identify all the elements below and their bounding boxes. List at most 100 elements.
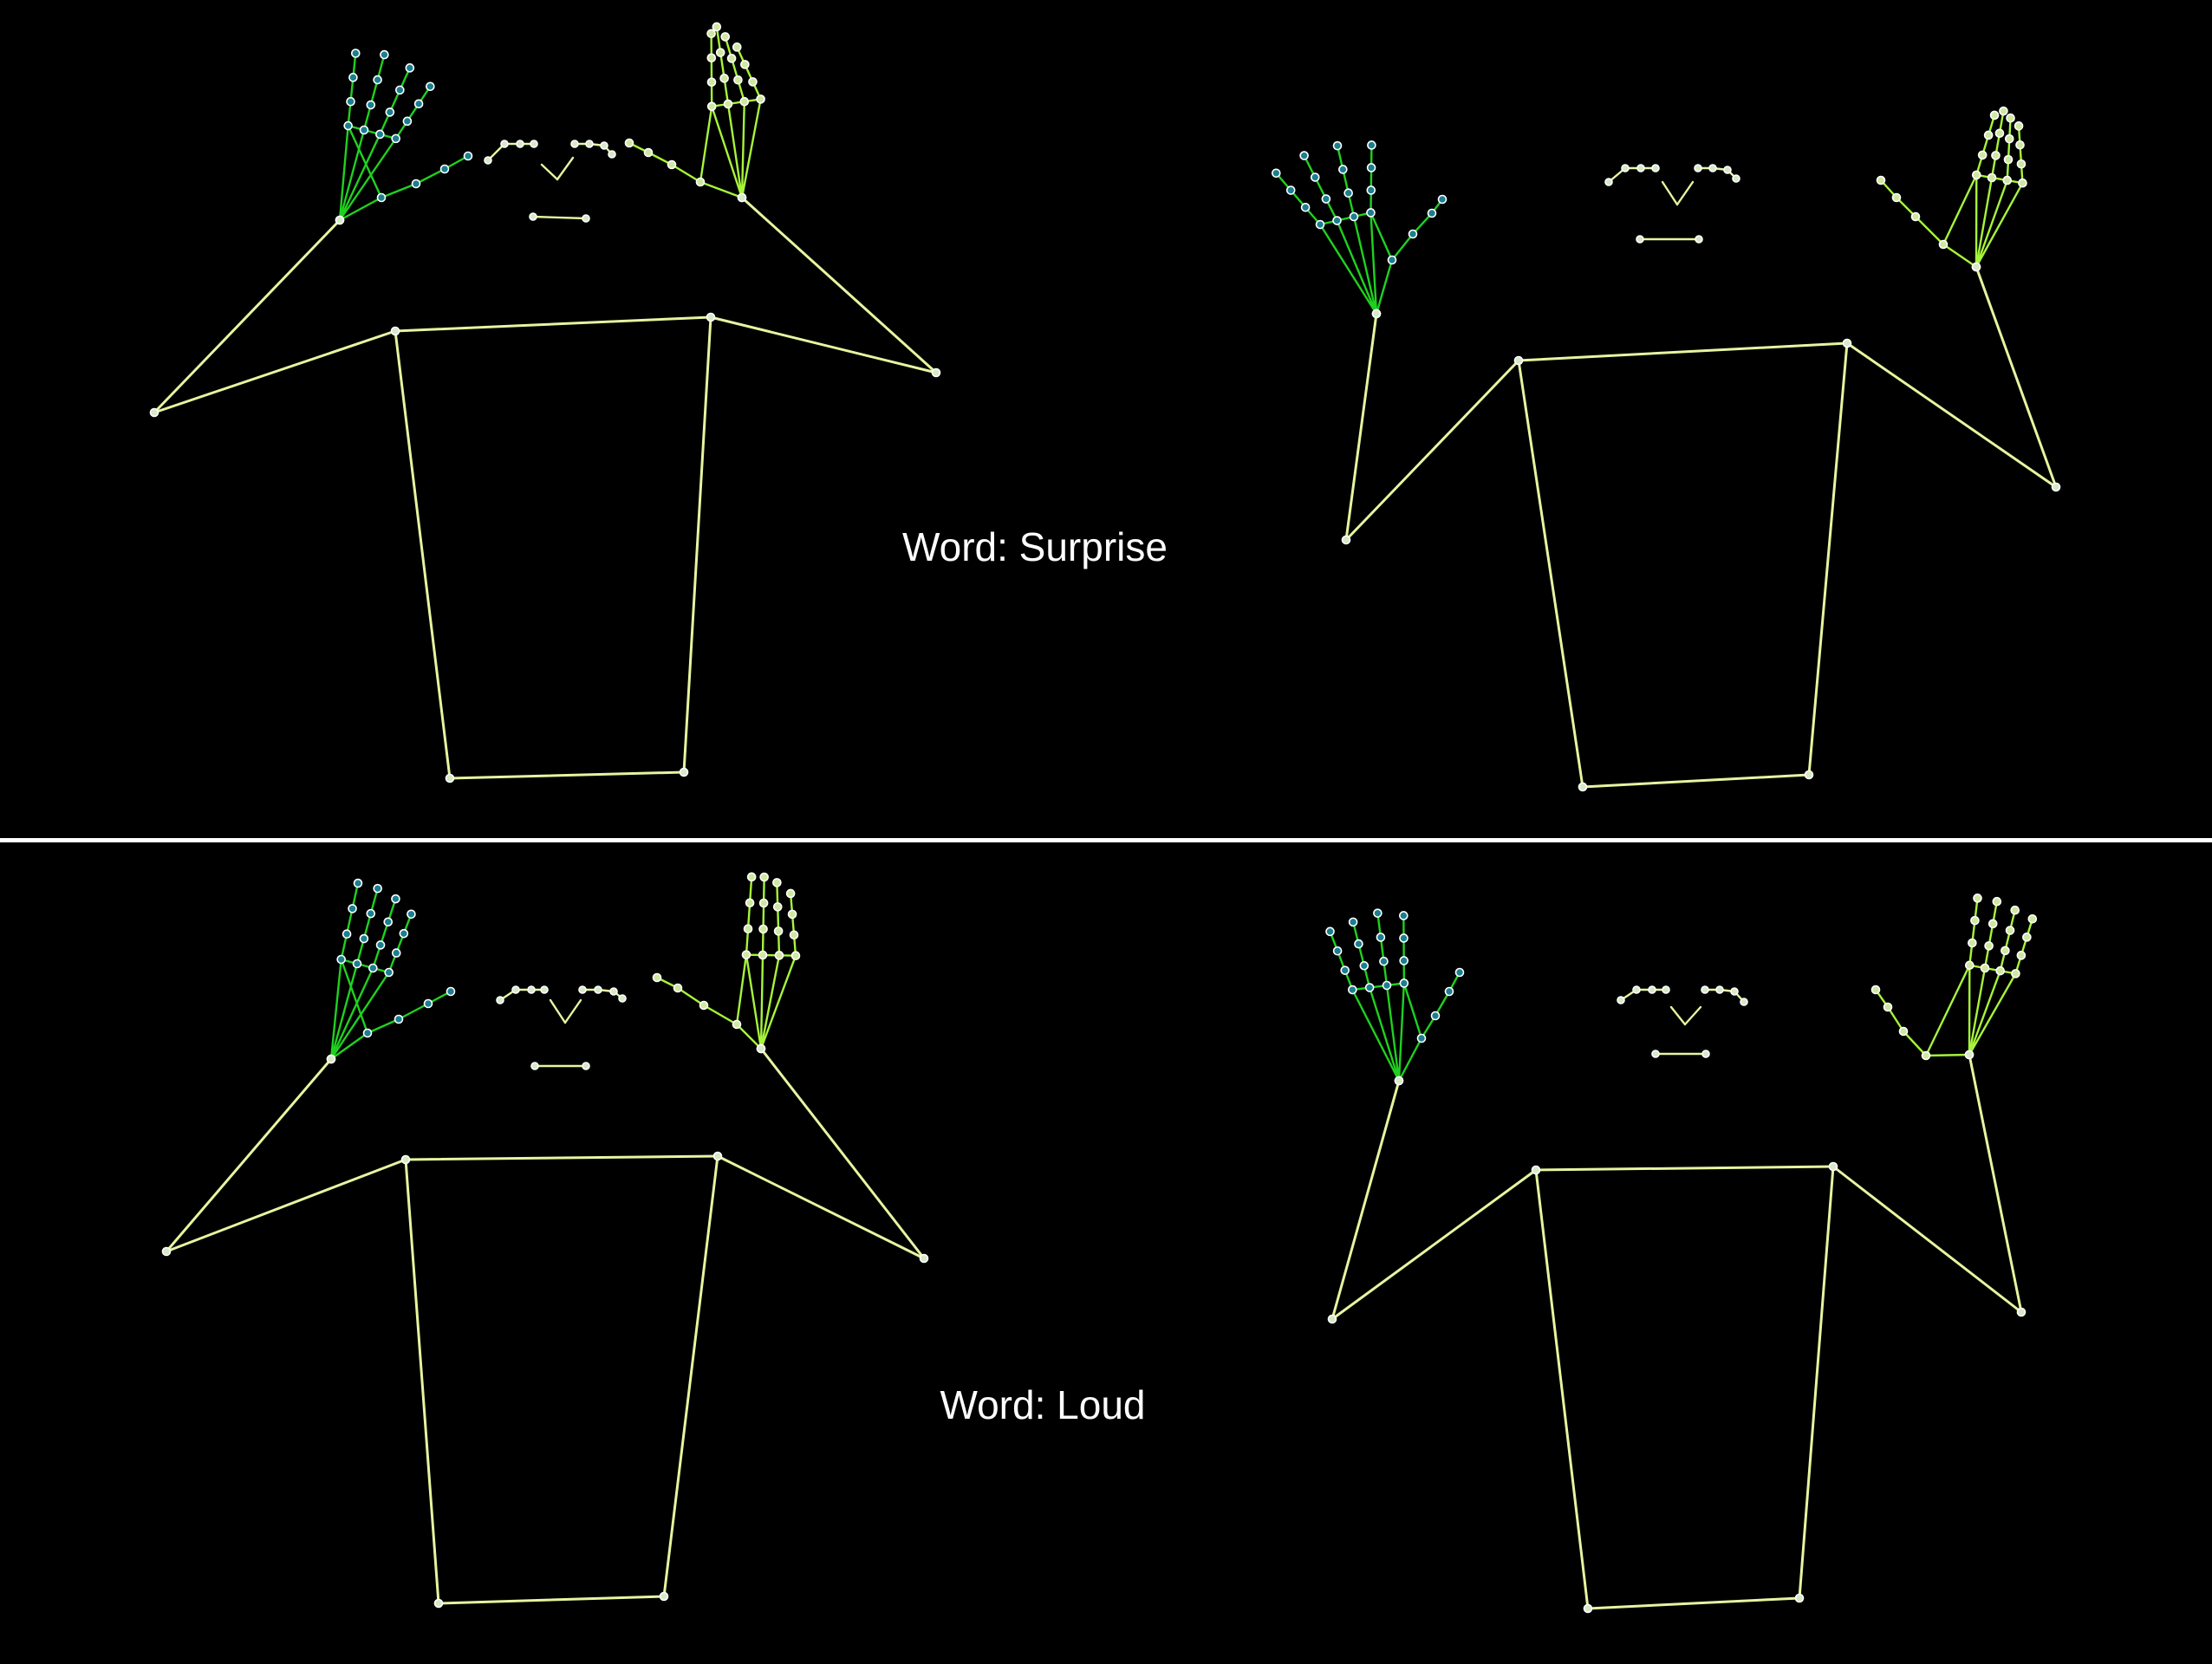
surprise-person-a-left-hand-joint	[385, 107, 395, 117]
surprise-person-b-eyebrow-joint	[1604, 178, 1613, 186]
surprise-person-a-left-hand-bone	[347, 124, 383, 199]
loud-person-b-right-hand-bone	[1902, 1030, 1928, 1057]
loud-person-a-right-hand-bone	[735, 953, 748, 1026]
loud-person-b-eyebrow-joint	[1632, 985, 1641, 994]
surprise-person-a-left-hand-joint	[375, 129, 385, 140]
surprise-person-b-left-hand-joint	[1387, 255, 1397, 265]
loud-person-a-shoulder-line	[404, 1154, 719, 1161]
surprise-person-a-right-hand-joint	[706, 53, 717, 63]
skeleton-pair-loud	[161, 872, 2038, 1614]
loud-person-b-left-hand-joint	[1325, 926, 1335, 937]
surprise-person-b-right-hand-joint	[1891, 192, 1902, 203]
loud-person-a-body-joint	[659, 1591, 669, 1602]
loud-person-b-body-joint	[1583, 1603, 1593, 1614]
loud-person-b-right-hand-joint	[2027, 913, 2038, 924]
surprise-person-b-right-hand-bone	[1975, 179, 2008, 269]
loud-person-a-right-hand-joint	[773, 926, 784, 936]
surprise-person-b-body-joint	[1513, 355, 1524, 366]
loud-person-a-eyebrow-joint	[511, 985, 520, 994]
loud-person-a-mouth-joint	[582, 1062, 590, 1070]
surprise-person-b-right-hand-joint	[2016, 159, 2027, 169]
loud-person-a-right-hand-joint	[741, 950, 751, 959]
surprise-person-b-right-hand-joint	[1910, 211, 1921, 222]
loud-person-b-left-hand-joint	[1373, 908, 1382, 918]
surprise-person-b-left-forearm	[1344, 312, 1378, 542]
surprise-person-b-left-hand-bone	[1336, 219, 1378, 315]
loud-person-a-right-hand-joint	[758, 898, 769, 908]
surprise-person-b-eyebrow-joint	[1708, 164, 1717, 172]
surprise-person-a-nose-line	[540, 163, 559, 181]
loud-person-b-left-upper-arm	[1330, 1168, 1538, 1321]
loud-person-b-right-hand-joint	[2001, 946, 2010, 956]
loud-person-a-left-hand-joint	[342, 929, 352, 939]
loud-person-b-left-hand-bone	[1434, 990, 1451, 1017]
loud-person-a-right-hand-joint	[652, 972, 662, 983]
loud-person-a-left-hand-bone	[366, 1017, 400, 1035]
surprise-person-b-shoulder-line	[1517, 341, 1849, 362]
surprise-person-b-left-hand-joint	[1366, 208, 1376, 218]
surprise-person-b-left-hand-bone	[1375, 258, 1394, 315]
loud-person-b-right-forearm	[1968, 1053, 2023, 1314]
surprise-person-a-right-hand-joint	[756, 94, 765, 104]
surprise-person-b-right-hand-joint	[2002, 175, 2013, 185]
surprise-person-b-right-hand-joint	[1977, 150, 1988, 160]
loud-person-b-left-hand-bone	[1368, 986, 1401, 1082]
loud-person-b-left-hand-bone	[1397, 982, 1406, 1082]
surprise-person-a-left-hand-joint	[376, 192, 387, 203]
surprise-person-b-left-hand-joint	[1332, 216, 1342, 225]
loud-person-b-eyebrow-joint	[1648, 985, 1656, 994]
surprise-person-b-right-hand-joint	[1989, 110, 2000, 120]
surprise-person-b-right-hand-joint	[2015, 140, 2025, 150]
surprise-person-b-right-hand-joint	[2018, 178, 2027, 188]
loud-person-a-left-hand-joint	[407, 909, 416, 920]
surprise-person-b-eyebrow-joint	[1651, 164, 1660, 172]
loud-person-b-right-hand-joint	[2011, 969, 2020, 978]
loud-person-a-eyebrow-joint	[527, 985, 536, 994]
loud-person-b-hip-line	[1586, 1596, 1801, 1610]
loud-person-a-body-joint	[433, 1598, 444, 1609]
loud-person-b-right-hand-joint	[1970, 915, 1980, 926]
surprise-person-a-right-hand-bone	[711, 105, 744, 199]
surprise-person-b-left-hand-joint	[1408, 229, 1418, 239]
loud-person-b-left-hand-joint	[1354, 939, 1363, 949]
surprise-person-a-right-hand-joint	[740, 60, 750, 69]
panel-divider	[0, 838, 2212, 842]
surprise-person-b-nose-line	[1675, 180, 1695, 206]
loud-person-a-right-hand-joint	[789, 930, 799, 940]
surprise-person-a-right-hand-bone	[699, 105, 713, 184]
loud-person-b-right-hand-joint	[1988, 919, 1998, 929]
surprise-person-a-left-hand-bone	[338, 124, 349, 222]
surprise-person-a-right-hand-joint	[643, 147, 654, 158]
loud-person-a-right-hand-bone	[759, 954, 781, 1050]
surprise-person-b-left-hand-bone	[1390, 232, 1415, 262]
surprise-person-a-right-hand-joint	[720, 32, 731, 42]
loud-person-a-left-hand-joint	[394, 1014, 404, 1024]
loud-person-a-mouth-joint	[530, 1062, 539, 1070]
surprise-person-b-nose-line	[1661, 180, 1679, 206]
surprise-person-a-left-hand-joint	[348, 73, 358, 82]
surprise-person-a-left-hand-bone	[338, 196, 383, 222]
surprise-person-a-left-hand-joint	[395, 85, 405, 95]
surprise-person-a-body-joint	[706, 312, 716, 322]
surprise-person-b-body-joint	[2051, 482, 2061, 492]
loud-person-a-nose-line	[549, 998, 567, 1024]
loud-person-b-left-hand-joint	[1399, 911, 1409, 920]
loud-person-a-right-hand-bone	[735, 1023, 763, 1050]
loud-person-a-eyebrow-joint	[594, 985, 602, 994]
loud-person-a-eyebrow-joint	[618, 994, 627, 1003]
surprise-person-a-mouth-joint	[529, 212, 537, 221]
surprise-person-b-left-upper-arm	[1344, 359, 1520, 542]
surprise-person-b-right-hand-joint	[2003, 154, 2014, 165]
loud-person-b-body-joint	[2016, 1307, 2027, 1317]
loud-person-b-left-hand-joint	[1399, 933, 1409, 943]
loud-person-a-body-joint	[712, 1151, 723, 1161]
loud-person-b-left-hand-joint	[1364, 983, 1375, 992]
surprise-person-a-left-hand-joint	[411, 179, 421, 189]
surprise-person-b-left-hand-joint	[1349, 211, 1359, 222]
loud-person-a-left-hand-joint	[423, 998, 433, 1009]
surprise-person-b-right-hand-bone	[1975, 181, 2024, 269]
loud-person-a-right-hand-bone	[745, 953, 763, 1050]
loud-person-b-left-hand-joint	[1376, 933, 1386, 942]
loud-person-b-left-hand-bone	[1351, 988, 1401, 1082]
